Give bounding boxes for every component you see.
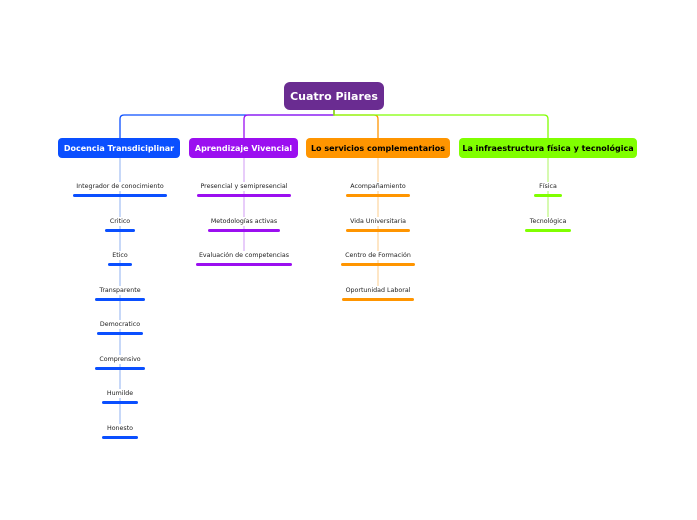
leaf-label: Vida Universitaria: [350, 216, 406, 226]
leaf-label: Critico: [109, 216, 131, 226]
leaf-node[interactable]: Oportunidad Laboral: [323, 285, 433, 301]
branch-label: Docencia Transdiciplinar: [63, 143, 175, 153]
branch-docencia-transdiciplinar[interactable]: Docencia Transdiciplinar: [58, 138, 180, 158]
leaf-underline: [95, 297, 145, 301]
leaf-underline: [341, 263, 415, 266]
leaf-node[interactable]: Critico: [65, 216, 175, 232]
branch-label: La infraestructura física y tecnológica: [462, 143, 634, 153]
leaf-label: Oportunidad Laboral: [345, 285, 411, 295]
leaf-underline: [95, 366, 145, 370]
leaf-node[interactable]: Presencial y semipresencial: [189, 182, 299, 197]
leaf-node[interactable]: Etico: [65, 251, 175, 266]
connector-root-to-branch: [333, 110, 549, 138]
leaf-label: Metodologías activas: [210, 216, 278, 226]
leaf-node[interactable]: Metodologías activas: [189, 216, 299, 232]
leaf-underline: [534, 194, 562, 197]
leaf-underline: [208, 228, 280, 232]
leaf-node[interactable]: Comprensivo: [65, 354, 175, 370]
leaf-label: Tecnológica: [529, 216, 567, 226]
leaf-node[interactable]: Transparente: [65, 285, 175, 301]
connector-root-to-branch: [119, 110, 335, 138]
leaf-label: Etico: [112, 251, 128, 260]
leaf-label: Integrador de conocimiento: [76, 182, 164, 191]
leaf-label: Transparente: [99, 285, 141, 295]
leaf-underline: [108, 263, 132, 266]
leaf-node[interactable]: Centro de Formación: [323, 251, 433, 266]
leaf-underline: [346, 194, 410, 197]
leaf-underline: [346, 228, 410, 232]
leaf-node[interactable]: Acompañamiento: [323, 182, 433, 197]
leaf-node[interactable]: Democratico: [65, 320, 175, 335]
leaf-underline: [102, 401, 138, 404]
leaf-node[interactable]: Vida Universitaria: [323, 216, 433, 232]
connector-root-to-branch: [333, 110, 379, 138]
root-label: Cuatro Pilares: [290, 89, 378, 103]
leaf-underline: [105, 228, 135, 232]
leaf-node[interactable]: Integrador de conocimiento: [65, 182, 175, 197]
leaf-underline: [97, 332, 143, 335]
leaf-underline: [102, 435, 138, 439]
leaf-node[interactable]: Honesto: [65, 423, 175, 439]
leaf-node[interactable]: Física: [493, 182, 603, 197]
branch-aprendizaje-vivencial[interactable]: Aprendizaje Vivencial: [189, 138, 298, 158]
leaf-underline: [525, 228, 571, 232]
branch-servicios-complementarios[interactable]: Lo servicios complementarios: [306, 138, 450, 158]
leaf-node[interactable]: Humilde: [65, 389, 175, 404]
leaf-label: Física: [539, 182, 557, 191]
leaf-node[interactable]: Evaluación de competencias: [189, 251, 299, 266]
leaf-label: Democratico: [99, 320, 141, 329]
leaf-label: Presencial y semipresencial: [200, 182, 288, 191]
branch-infraestructura[interactable]: La infraestructura física y tecnológica: [459, 138, 637, 158]
leaf-label: Centro de Formación: [345, 251, 411, 260]
branch-label: Aprendizaje Vivencial: [194, 143, 293, 153]
leaf-underline: [197, 194, 291, 197]
leaf-underline: [342, 297, 414, 301]
leaf-underline: [73, 194, 167, 197]
leaf-underline: [196, 263, 292, 266]
leaf-label: Comprensivo: [99, 354, 141, 364]
leaf-label: Evaluación de competencias: [198, 251, 290, 260]
branch-label: Lo servicios complementarios: [310, 143, 446, 153]
leaf-node[interactable]: Tecnológica: [493, 216, 603, 232]
connector-root-to-branch: [243, 110, 335, 138]
root-node-cuatro-pilares[interactable]: Cuatro Pilares: [284, 82, 384, 110]
leaf-label: Humilde: [106, 389, 134, 398]
leaf-label: Honesto: [106, 423, 134, 433]
leaf-label: Acompañamiento: [350, 182, 406, 191]
